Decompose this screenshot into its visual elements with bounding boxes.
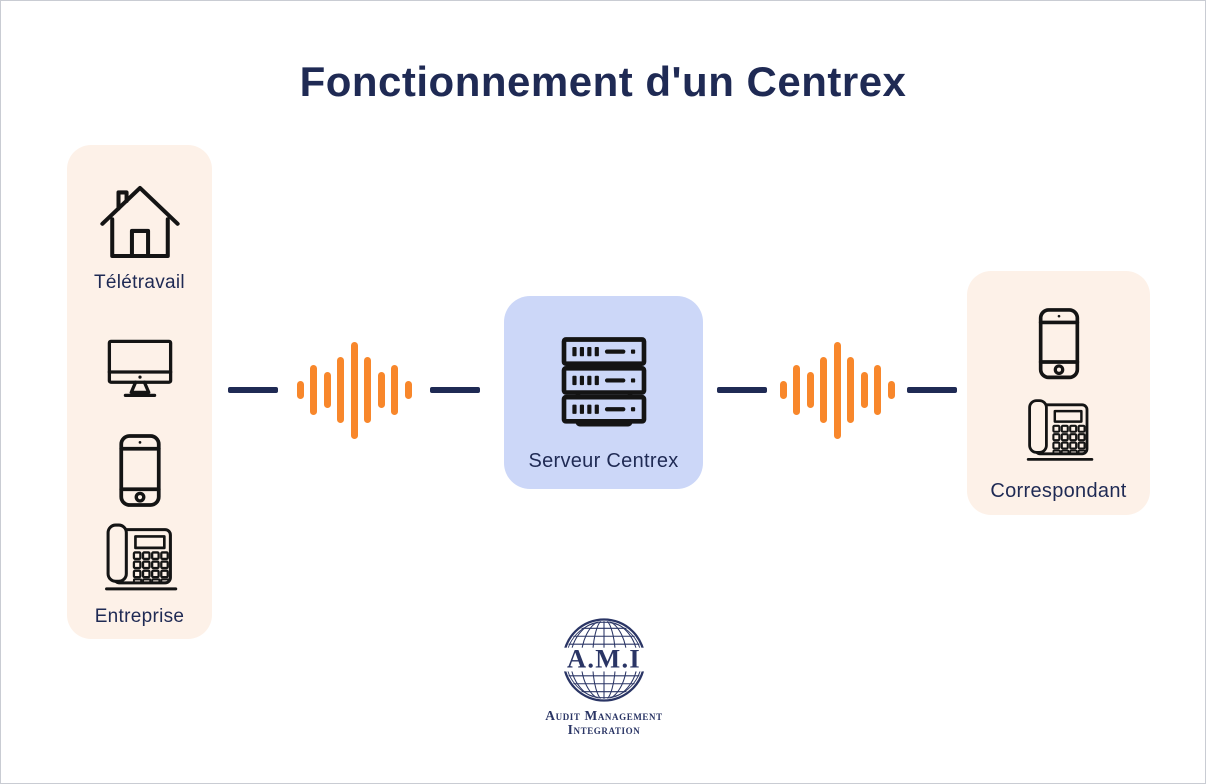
smartphone-icon	[117, 433, 162, 508]
waveform-bar	[310, 365, 317, 415]
sources-panel: Télétravail	[67, 145, 212, 639]
desk-phone-icon	[102, 519, 178, 592]
correspondant-label: Correspondant	[990, 480, 1127, 502]
audio-waveform-icon	[779, 341, 895, 439]
waveform-bar	[820, 357, 827, 423]
connector-left	[228, 341, 480, 439]
waveform-bar	[404, 381, 412, 399]
smartphone-icon	[1037, 307, 1081, 380]
ami-logo: A.M.I Audit Management Integration	[454, 616, 754, 737]
desk-phone-icon	[1024, 395, 1094, 462]
server-label: Serveur Centrex	[528, 450, 679, 472]
waveform-bar	[779, 381, 787, 399]
entreprise-label: Entreprise	[94, 606, 185, 627]
waveform-bar	[377, 372, 385, 408]
logo-monogram: A.M.I	[567, 643, 641, 673]
waveform-bar	[391, 365, 398, 415]
waveform-bar	[350, 341, 358, 439]
connector-dash	[907, 387, 957, 393]
connector-dash	[717, 387, 767, 393]
waveform-bar	[323, 372, 331, 408]
waveform-bar	[887, 381, 895, 399]
waveform-bar	[364, 357, 371, 423]
page-title: Fonctionnement d'un Centrex	[299, 58, 907, 105]
audio-waveform-icon	[296, 341, 412, 439]
centrex-server-box: Serveur Centrex	[504, 296, 703, 489]
waveform-bar	[874, 365, 881, 415]
logo-wordmark-line1: Audit Management	[545, 708, 663, 723]
server-stack-icon	[557, 333, 650, 428]
waveform-bar	[847, 357, 854, 423]
logo-wordmark-line2: Integration	[567, 722, 641, 737]
waveform-bar	[833, 341, 841, 439]
connector-dash	[430, 387, 480, 393]
correspondent-panel: Correspondant	[967, 271, 1150, 515]
desktop-computer-icon	[105, 337, 175, 400]
waveform-bar	[337, 357, 344, 423]
connector-dash	[228, 387, 278, 393]
connector-right	[717, 341, 957, 439]
waveform-bar	[793, 365, 800, 415]
waveform-bar	[860, 372, 868, 408]
waveform-bar	[296, 381, 304, 399]
house-icon	[97, 179, 183, 261]
teletravail-label: Télétravail	[94, 272, 185, 293]
waveform-bar	[806, 372, 814, 408]
globe-icon: A.M.I	[561, 618, 647, 702]
